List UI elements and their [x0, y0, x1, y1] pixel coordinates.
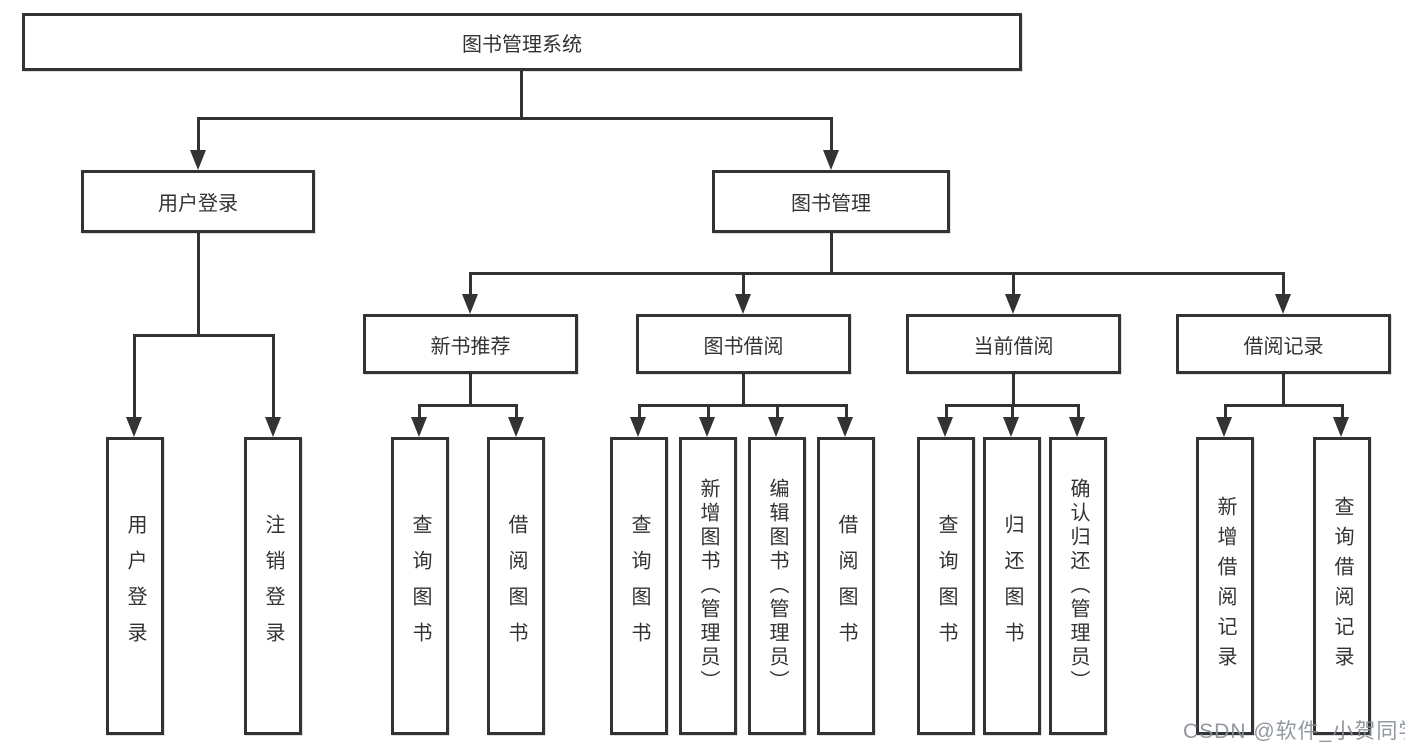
leaf-current-return-books: 归还图书: [983, 437, 1041, 735]
csdn-watermark: CSDN @软件_小贺同学: [1183, 720, 1405, 743]
arrow-down-icon: [1005, 294, 1021, 314]
node-new-book-recommend: 新书推荐: [363, 314, 578, 374]
arrow-down-icon: [190, 150, 206, 170]
connector-line: [1224, 404, 1344, 407]
connector-line: [1077, 404, 1080, 419]
leaf-borrow-borrow-books-label: 借阅图书: [835, 514, 857, 658]
leaf-records-add-borrow-record-label: 新增借阅记录: [1214, 496, 1236, 676]
connector-line: [419, 404, 518, 407]
connector-line: [776, 404, 779, 419]
arrow-down-icon: [823, 150, 839, 170]
connector-line: [133, 334, 136, 419]
node-book-borrow-label: 图书借阅: [703, 335, 784, 358]
arrow-down-icon: [1003, 417, 1019, 437]
arrow-down-icon: [1275, 294, 1291, 314]
connector-line: [638, 404, 641, 419]
connector-line: [133, 334, 275, 337]
arrow-down-icon: [1069, 417, 1085, 437]
leaf-current-return-books-label: 归还图书: [1001, 514, 1023, 658]
arrow-down-icon: [630, 417, 646, 437]
leaf-logout-label: 注销登录: [262, 514, 284, 658]
leaf-borrow-query-books-label: 查询图书: [628, 514, 650, 658]
leaf-borrow-add-book-admin-label: 新增图书（管理员）: [697, 478, 719, 694]
leaf-borrow-add-book-admin: 新增图书（管理员）: [679, 437, 737, 735]
arrow-down-icon: [462, 294, 478, 314]
connector-line: [830, 232, 833, 274]
leaf-recommend-query-books-label: 查询图书: [409, 514, 431, 658]
connector-line: [830, 117, 833, 151]
connector-line: [520, 71, 523, 118]
arrow-down-icon: [699, 417, 715, 437]
node-user-login-label: 用户登录: [158, 193, 238, 215]
arrow-down-icon: [1216, 417, 1232, 437]
arrow-down-icon: [265, 417, 281, 437]
arrow-down-icon: [768, 417, 784, 437]
leaf-recommend-query-books: 查询图书: [391, 437, 449, 735]
connector-line: [1341, 404, 1344, 419]
leaf-current-query-books-label: 查询图书: [935, 514, 957, 658]
arrow-down-icon: [735, 294, 751, 314]
connector-line: [1011, 404, 1014, 419]
arrow-down-icon: [508, 417, 524, 437]
leaf-records-query-borrow-record-label: 查询借阅记录: [1331, 496, 1353, 676]
node-current-borrow-label: 当前借阅: [973, 335, 1054, 358]
arrow-down-icon: [1333, 417, 1349, 437]
connector-line: [1282, 373, 1285, 406]
connector-line: [742, 272, 745, 294]
leaf-recommend-borrow-books: 借阅图书: [487, 437, 545, 735]
leaf-records-add-borrow-record: 新增借阅记录: [1196, 437, 1254, 735]
connector-line: [1282, 272, 1285, 294]
connector-line: [845, 404, 848, 419]
connector-line: [707, 404, 710, 419]
node-borrow-records-label: 借阅记录: [1243, 335, 1324, 358]
leaf-recommend-borrow-books-label: 借阅图书: [505, 514, 527, 658]
connector-line: [1012, 272, 1015, 294]
connector-line: [272, 334, 275, 419]
leaf-current-confirm-return-admin: 确认归还（管理员）: [1049, 437, 1107, 735]
connector-line: [742, 373, 745, 406]
leaf-current-confirm-return-admin-label: 确认归还（管理员）: [1067, 478, 1089, 694]
leaf-logout: 注销登录: [244, 437, 302, 735]
arrow-down-icon: [411, 417, 427, 437]
leaf-current-query-books: 查询图书: [917, 437, 975, 735]
connector-line: [515, 404, 518, 419]
connector-line: [469, 373, 472, 406]
node-current-borrow: 当前借阅: [906, 314, 1121, 374]
leaf-records-query-borrow-record: 查询借阅记录: [1313, 437, 1371, 735]
leaf-user-login: 用户登录: [106, 437, 164, 735]
arrow-down-icon: [837, 417, 853, 437]
connector-line: [418, 404, 421, 419]
connector-line: [469, 272, 472, 294]
connector-line: [1012, 373, 1015, 406]
node-new-book-recommend-label: 新书推荐: [430, 335, 511, 358]
connector-line: [945, 404, 948, 419]
node-root-label: 图书管理系统: [462, 33, 582, 56]
node-root: 图书管理系统: [22, 13, 1022, 71]
connector-line: [638, 404, 848, 407]
leaf-borrow-edit-book-admin-label: 编辑图书（管理员）: [766, 478, 788, 694]
connector-line: [197, 117, 833, 120]
arrow-down-icon: [126, 417, 142, 437]
node-user-login: 用户登录: [81, 170, 315, 233]
node-book-management-label: 图书管理: [791, 193, 871, 215]
leaf-borrow-edit-book-admin: 编辑图书（管理员）: [748, 437, 806, 735]
node-book-management: 图书管理: [712, 170, 950, 233]
leaf-user-login-label: 用户登录: [124, 514, 146, 658]
leaf-borrow-borrow-books: 借阅图书: [817, 437, 875, 735]
arrow-down-icon: [937, 417, 953, 437]
node-book-borrow: 图书借阅: [636, 314, 851, 374]
connector-line: [197, 232, 200, 336]
leaf-borrow-query-books: 查询图书: [610, 437, 668, 735]
node-borrow-records: 借阅记录: [1176, 314, 1391, 374]
connector-line: [1224, 404, 1227, 419]
connector-line: [197, 117, 200, 151]
connector-line: [469, 272, 1285, 275]
